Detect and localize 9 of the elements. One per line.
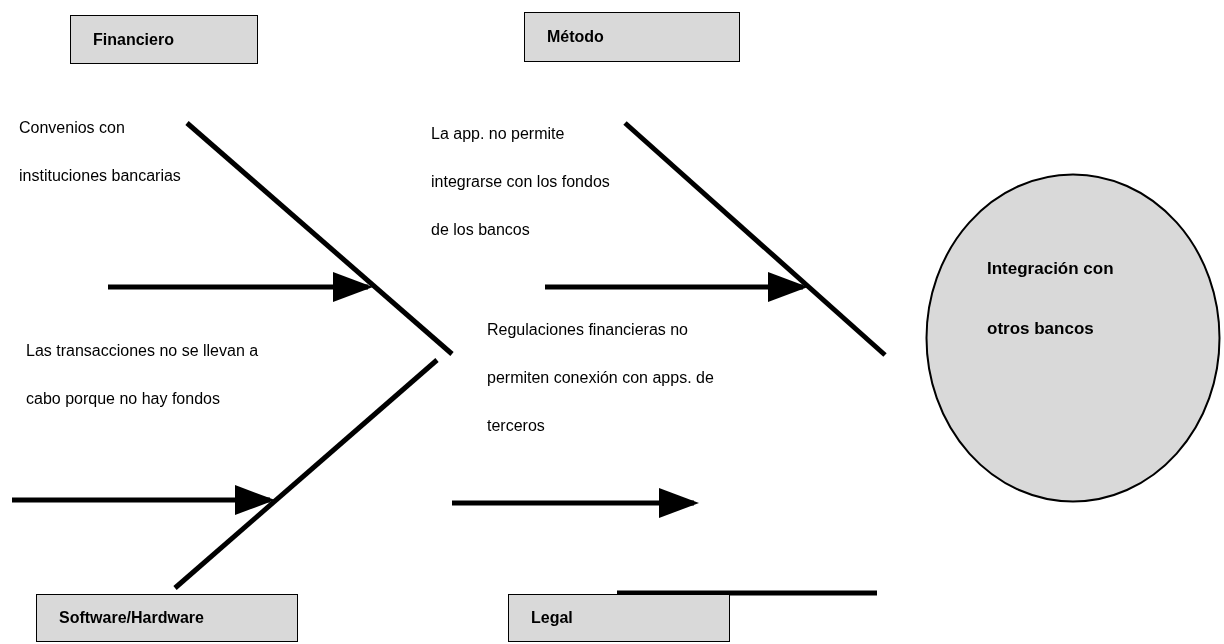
cause-text: Convenios con instituciones bancarias bbox=[19, 118, 182, 186]
cause-text: La app. no permite integrarse con los fondos de los bancos bbox=[431, 124, 611, 240]
category-box: Software/Hardware bbox=[36, 594, 298, 642]
cause-text: Regulaciones financieras no permiten conexión con apps. de terceros bbox=[487, 320, 715, 436]
category-box: Legal bbox=[508, 594, 730, 642]
cause-text: Las transacciones no se llevan a cabo porque no hay fondos bbox=[26, 341, 260, 409]
category-box: Método bbox=[524, 12, 740, 62]
effect-text: Integración con otros bancos bbox=[987, 258, 1115, 340]
category-box: Financiero bbox=[70, 15, 258, 64]
